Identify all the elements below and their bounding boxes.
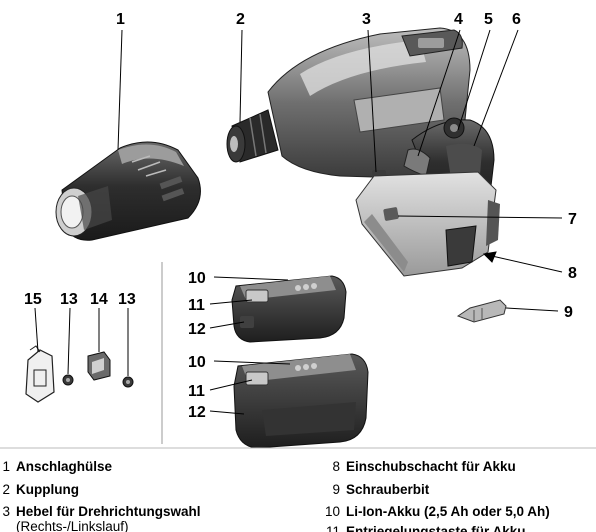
legend-label: Einschubschacht für Akku <box>346 459 516 475</box>
callout-4: 4 <box>454 11 463 28</box>
belt-clip-parts-illustration <box>26 346 133 402</box>
callout-13-right: 13 <box>118 291 136 308</box>
legend-label: Entriegelungstaste für Akku <box>346 524 526 532</box>
leader-line-2 <box>240 30 242 122</box>
callout-2: 2 <box>236 11 245 28</box>
callout-12-lower: 12 <box>188 404 206 421</box>
callout-3: 3 <box>362 11 371 28</box>
screwdriver-bit-illustration <box>458 300 506 322</box>
callout-11-upper: 11 <box>188 297 205 314</box>
stop-sleeve-illustration <box>56 142 200 240</box>
callout-15: 15 <box>24 291 42 308</box>
leader-line-13-left <box>68 308 70 374</box>
legend-label: Schrauberbit <box>346 482 429 498</box>
callout-14: 14 <box>90 291 108 308</box>
legend-label: Anschlaghülse <box>16 459 112 475</box>
callout-8: 8 <box>568 265 577 282</box>
callout-10-lower: 10 <box>188 354 206 371</box>
callout-11-lower: 11 <box>188 383 205 400</box>
callout-12-upper: 12 <box>188 321 206 338</box>
callout-9: 9 <box>564 304 573 321</box>
battery-small-illustration <box>232 276 346 342</box>
parts-legend: 1 Anschlaghülse 2 Kupplung 3 Hebel für D… <box>0 456 596 532</box>
callout-5: 5 <box>484 11 493 28</box>
legend-number: 11 <box>320 524 340 532</box>
legend-sublabel: (Rechts-/Linkslauf) <box>16 519 129 532</box>
leader-line-10-upper <box>214 277 288 280</box>
callout-10-upper: 10 <box>188 270 206 287</box>
leader-arrow-8 <box>484 252 496 262</box>
callout-13-left: 13 <box>60 291 78 308</box>
leader-line-8 <box>492 256 562 272</box>
legend-label: Hebel für Drehrichtungswahl <box>16 504 201 520</box>
legend-label: Kupplung <box>16 482 79 498</box>
legend-number: 1 <box>0 459 10 475</box>
leader-line-6 <box>474 30 518 146</box>
leader-line-1 <box>118 30 122 150</box>
legend-number: 10 <box>320 504 340 520</box>
callout-6: 6 <box>512 11 521 28</box>
drywall-screwdriver-illustration <box>227 28 500 276</box>
legend-label: Li-Ion-Akku (2,5 Ah oder 5,0 Ah) <box>346 504 550 520</box>
callout-7: 7 <box>568 211 577 228</box>
leader-line-9 <box>506 308 558 311</box>
leader-line-15 <box>35 308 38 352</box>
legend-number: 3 <box>0 504 10 520</box>
battery-large-illustration <box>234 354 368 448</box>
legend-number: 9 <box>320 482 340 498</box>
legend-number: 2 <box>0 482 10 498</box>
legend-number: 8 <box>320 459 340 475</box>
callout-1: 1 <box>116 11 125 28</box>
